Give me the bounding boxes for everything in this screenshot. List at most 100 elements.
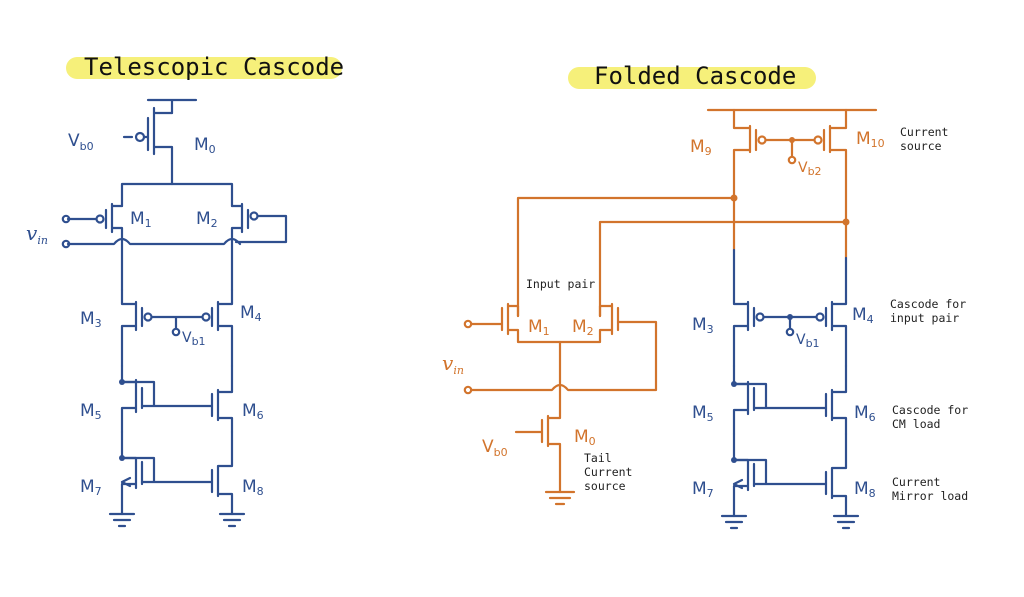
m2-transistor — [230, 202, 250, 292]
m5-transistor — [120, 364, 144, 434]
vin-minus-terminal — [463, 385, 473, 395]
svg-text:M7: M7 — [80, 477, 102, 498]
m8-label: M — [854, 479, 869, 499]
svg-text:M9: M9 — [690, 137, 712, 158]
folded-circuit: M9 M10 Vb2 M1 M2 vin Vb0 M0 M3 M4 Vb1 M5… — [442, 108, 968, 530]
m0-transistor — [540, 384, 562, 494]
m7-m8-gate-wire — [120, 456, 214, 484]
m5-m6-gate-wire — [732, 382, 828, 410]
vb1-label: V — [796, 332, 806, 348]
m4-label: M — [852, 305, 867, 325]
svg-text:Vb2: Vb2 — [798, 160, 822, 178]
m3-transistor — [732, 248, 756, 368]
svg-text:M6: M6 — [242, 401, 264, 422]
m2-label: M — [196, 209, 211, 229]
vb1-bias-wire — [150, 315, 204, 330]
svg-text:vin: vin — [442, 351, 464, 377]
m0-label: M — [194, 135, 209, 155]
m1-label: M — [528, 317, 543, 337]
vin-minus-wire — [66, 237, 242, 246]
svg-text:Vb1: Vb1 — [796, 332, 820, 350]
m6-transistor — [824, 364, 848, 436]
m4-label: M — [240, 303, 255, 323]
vdd-rail — [146, 98, 198, 115]
svg-text:M10: M10 — [856, 129, 885, 150]
title-highlight — [66, 57, 342, 79]
note-input-pair: Input pair — [526, 277, 595, 291]
svg-text:M1: M1 — [130, 209, 152, 230]
m5-transistor — [732, 364, 756, 436]
m0-transistor — [122, 106, 174, 186]
svg-text:M8: M8 — [242, 477, 264, 498]
m4-transistor — [824, 256, 848, 368]
vin-minus-wire — [470, 320, 658, 392]
svg-text:M4: M4 — [852, 305, 874, 326]
m3-label: M — [80, 309, 95, 329]
tail-node — [120, 182, 234, 208]
vin-minus-terminal — [61, 239, 71, 249]
note-tail: Current — [584, 465, 632, 479]
svg-text:M7: M7 — [692, 479, 714, 500]
note-cascode-input: input pair — [890, 311, 959, 325]
m5-m6-gate-wire — [120, 380, 214, 408]
m0-label: M — [574, 427, 589, 447]
m1-transistor — [104, 202, 124, 292]
note-cascode-input: Cascode for — [890, 297, 966, 311]
svg-text:M0: M0 — [574, 427, 596, 448]
title-telescopic: Telescopic Cascode — [66, 53, 344, 81]
m4-transistor — [210, 288, 234, 368]
svg-text:M6: M6 — [854, 403, 876, 424]
title-highlight — [568, 67, 816, 89]
m5-label: M — [80, 401, 95, 421]
note-cascode-cm: CM load — [892, 417, 940, 431]
m10-label: M — [856, 129, 871, 149]
vb1-label: V — [182, 330, 192, 346]
svg-text:Vb1: Vb1 — [182, 330, 206, 348]
m7-label: M — [692, 479, 707, 499]
svg-text:M1: M1 — [528, 317, 550, 338]
m2-transistor — [558, 302, 620, 344]
m7-transistor — [732, 432, 756, 518]
m8-transistor — [824, 432, 848, 518]
svg-text:M5: M5 — [80, 401, 102, 422]
m2-label: M — [572, 317, 587, 337]
svg-text:Vb0: Vb0 — [482, 437, 508, 459]
note-mirror-load: Current — [892, 475, 940, 489]
m3-label: M — [692, 315, 707, 335]
svg-text:M4: M4 — [240, 303, 262, 324]
vb0-label: V — [68, 131, 80, 151]
svg-text:M3: M3 — [80, 309, 102, 330]
vin-label: v — [442, 351, 454, 375]
note-current-source: Current — [900, 125, 948, 139]
svg-text:M8: M8 — [854, 479, 876, 500]
vin-label: v — [26, 221, 38, 245]
m1-label: M — [130, 209, 145, 229]
ground-icon — [544, 490, 576, 506]
svg-text:vin: vin — [26, 221, 48, 247]
vb2-bias-wire — [764, 138, 816, 158]
svg-text:Vb0: Vb0 — [68, 131, 94, 153]
note-current-source: source — [900, 139, 942, 153]
ground-icon — [720, 514, 748, 530]
note-cascode-cm: Cascode for — [892, 403, 968, 417]
m10-transistor — [822, 108, 848, 224]
m5-label: M — [692, 403, 707, 423]
m1-transistor — [500, 302, 562, 388]
svg-text:M0: M0 — [194, 135, 216, 156]
svg-text:M2: M2 — [572, 317, 594, 338]
m9-label: M — [690, 137, 705, 157]
vb0-label: V — [482, 437, 494, 457]
note-tail: Tail — [584, 451, 612, 465]
m8-label: M — [242, 477, 257, 497]
note-mirror-load: Mirror load — [892, 489, 968, 503]
title-telescopic-text: Telescopic Cascode — [84, 53, 344, 81]
svg-text:M2: M2 — [196, 209, 218, 230]
m3-transistor — [120, 288, 144, 368]
svg-text:M5: M5 — [692, 403, 714, 424]
m9-transistor — [732, 108, 758, 200]
m7-transistor — [120, 430, 144, 516]
note-tail: source — [584, 479, 626, 493]
ground-icon — [832, 514, 860, 530]
